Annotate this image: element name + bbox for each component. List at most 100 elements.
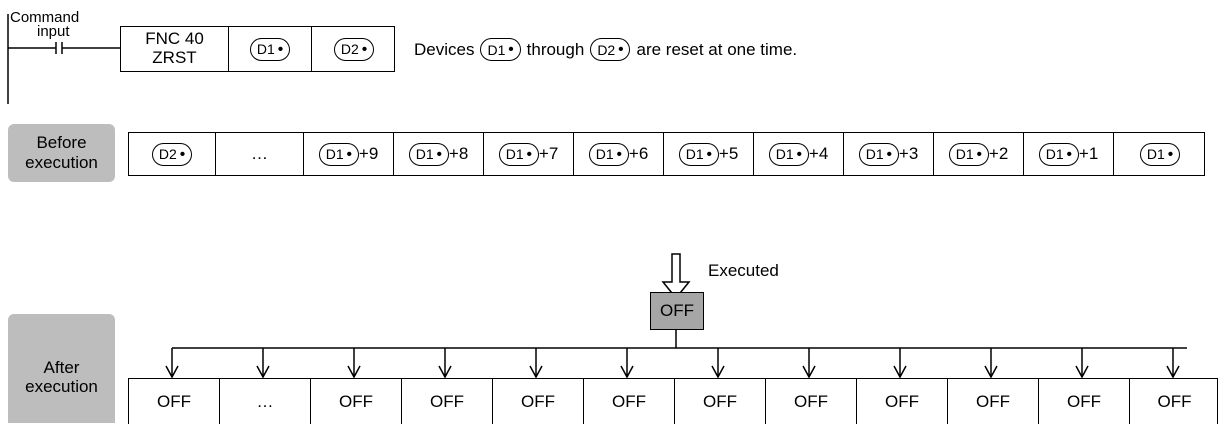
before-label-line1: Before — [36, 133, 87, 153]
device-operand-dot: • — [1066, 145, 1072, 163]
operand-d1-text: D1 — [256, 41, 275, 57]
fnc-number: FNC 40 — [145, 29, 204, 49]
operand-dot: • — [361, 40, 368, 58]
after-cell: OFF — [857, 379, 948, 424]
device-operand-dot: • — [976, 145, 982, 163]
after-label-line2: execution — [25, 377, 98, 397]
operand-dot: • — [277, 40, 284, 58]
after-execution-label: After execution — [8, 314, 115, 423]
off-source-box: OFF — [650, 292, 704, 330]
reset-arrow-head — [256, 365, 270, 379]
before-cell: D1• — [1114, 133, 1206, 175]
device-operand: D1• — [1038, 142, 1079, 166]
device-operand-dot: • — [526, 145, 532, 163]
device-operand-text: D1 — [775, 146, 794, 162]
device-operand: D1• — [408, 142, 449, 166]
reset-arrow-head — [711, 365, 725, 379]
after-cell: OFF — [675, 379, 766, 424]
after-cell: OFF — [948, 379, 1039, 424]
command-input-label-line1: Command — [10, 9, 80, 26]
before-cell: D1•+6 — [574, 133, 664, 175]
device-operand-dot: • — [1167, 145, 1174, 163]
before-cell: D1•+8 — [394, 133, 484, 175]
operand-d1-cell: D1• — [229, 27, 312, 71]
reset-arrow-head — [438, 365, 452, 379]
device-offset: +4 — [808, 144, 829, 163]
device-operand-text: D1 — [325, 146, 344, 162]
instruction-box: FNC 40 ZRST D1• D2• — [120, 26, 395, 72]
fnc-cell: FNC 40 ZRST — [121, 27, 229, 71]
description-d1-text: D1 — [487, 41, 506, 58]
before-cell: D2• — [129, 133, 216, 175]
description-text: Devices D1• through D2• are reset at one… — [414, 38, 797, 61]
before-cell: D1•+9 — [304, 133, 394, 175]
device-offset: +7 — [538, 144, 559, 163]
after-cell: OFF — [493, 379, 584, 424]
after-cell: … — [220, 379, 311, 424]
reset-arrow-head — [620, 365, 634, 379]
before-cell: D1• +2 — [934, 133, 1024, 175]
device-operand-dot: • — [179, 145, 186, 163]
after-label-line1: After — [43, 357, 80, 377]
before-cell: D1•+3 — [844, 133, 934, 175]
operand-d1: D1• — [249, 37, 291, 61]
device-operand-dot: • — [706, 145, 712, 163]
description-suffix: are reset at one time. — [636, 40, 798, 59]
before-execution-label: Before execution — [8, 124, 115, 182]
after-cell: OFF — [584, 379, 675, 424]
device-offset: +8 — [448, 144, 469, 163]
before-cell: … — [216, 133, 304, 175]
reset-arrow-head — [802, 365, 816, 379]
device-offset: +2 — [988, 144, 1009, 163]
device-operand-dot: • — [436, 145, 442, 163]
after-cell: OFF — [402, 379, 493, 424]
device-operand-dot: • — [796, 145, 802, 163]
device-offset: … — [251, 144, 268, 163]
device-operand-text: D1 — [955, 146, 974, 162]
before-label-line2: execution — [25, 153, 98, 172]
reset-arrow-head — [1166, 365, 1180, 379]
device-operand-text: D1 — [685, 146, 704, 162]
device-operand: D2• — [151, 142, 193, 166]
device-operand-text: D1 — [1146, 146, 1165, 162]
device-offset: +6 — [628, 144, 649, 163]
before-cell: D1•+7 — [484, 133, 574, 175]
device-operand: D1• — [768, 142, 809, 166]
device-offset: +5 — [718, 144, 739, 163]
reset-arrow-head — [347, 365, 361, 379]
reset-arrow-head — [165, 365, 179, 379]
after-cell: OFF — [766, 379, 857, 424]
device-operand: D1• — [588, 142, 629, 166]
before-cell: D1•+5 — [664, 133, 754, 175]
description-d2-text: D2 — [597, 41, 616, 58]
reset-arrow-head — [1075, 365, 1089, 379]
reset-arrow-head — [984, 365, 998, 379]
fnc-mnemonic: ZRST — [152, 48, 197, 67]
description-dot: • — [618, 41, 624, 58]
command-input-label-line2: input — [37, 23, 70, 40]
description-d1: D1• — [480, 38, 521, 61]
device-offset: +1 — [1078, 144, 1099, 163]
device-offset: +3 — [898, 144, 919, 163]
before-cell: D1•+4 — [754, 133, 844, 175]
device-operand-text: D1 — [505, 146, 524, 162]
device-operand: D1• — [1139, 142, 1181, 166]
before-cell: D1•+1 — [1024, 133, 1114, 175]
reset-arrow-head — [893, 365, 907, 379]
reset-arrow-head — [529, 365, 543, 379]
device-operand-text: D1 — [415, 146, 434, 162]
after-cell: OFF — [1157, 391, 1192, 411]
description-dot: • — [508, 41, 514, 58]
device-operand-text: D1 — [595, 146, 614, 162]
description-prefix: Devices — [414, 40, 475, 59]
device-operand-dot: • — [616, 145, 622, 163]
operand-d2: D2• — [333, 37, 375, 61]
device-operand: D1• — [498, 142, 539, 166]
description-middle: through — [526, 40, 585, 59]
device-operand: D1• — [858, 142, 899, 166]
device-operand-text: D1 — [1045, 146, 1064, 162]
device-operand: D1• — [678, 142, 719, 166]
